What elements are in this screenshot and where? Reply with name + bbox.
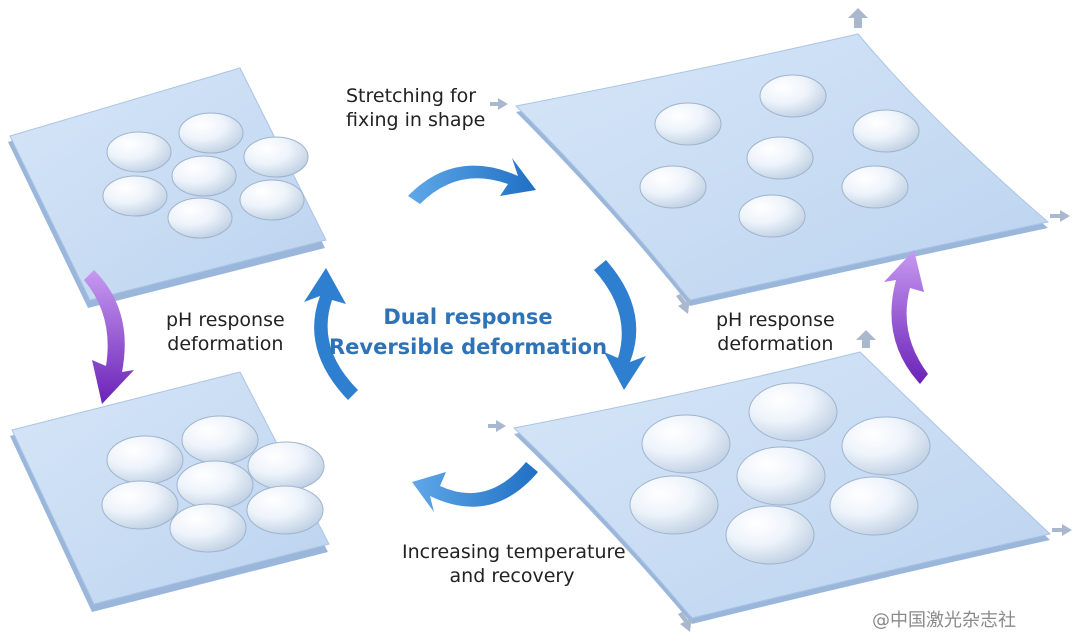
center-title: Dual response Reversible deformation	[318, 302, 618, 362]
dimples-top-right	[639, 74, 920, 238]
arrow-right-down	[594, 260, 646, 390]
dimples-top-left	[102, 112, 309, 239]
label-ph-left-line2: deformation	[167, 333, 284, 355]
center-title-line2: Reversible deformation	[328, 335, 608, 359]
dimples-bottom-left	[101, 415, 325, 553]
stretch-arrows-bottom-right	[488, 330, 1072, 632]
watermark: @中国激光杂志社	[872, 610, 1016, 631]
label-ph-left: pH response deformation	[166, 308, 285, 356]
label-stretching: Stretching for fixing in shape	[346, 84, 485, 132]
label-recovery: Increasing temperature and recovery	[402, 540, 626, 588]
label-stretching-line2: fixing in shape	[346, 109, 486, 131]
label-ph-right: pH response deformation	[716, 308, 835, 356]
label-ph-right-line2: deformation	[717, 333, 834, 355]
arrow-recovery	[412, 462, 538, 512]
arrow-ph-left	[84, 270, 134, 404]
label-ph-right-line1: pH response	[716, 309, 835, 331]
center-title-line1: Dual response	[383, 305, 553, 329]
arrow-left-up	[304, 268, 358, 400]
label-recovery-line1: Increasing temperature	[402, 541, 626, 563]
label-stretching-line1: Stretching for	[346, 85, 477, 107]
sheet-bottom-left	[10, 371, 330, 612]
stretch-arrows-top-right	[490, 8, 1070, 314]
label-recovery-line2: and recovery	[449, 565, 575, 587]
sheet-top-left	[8, 67, 327, 308]
label-ph-left-line1: pH response	[166, 309, 285, 331]
arrow-stretching	[408, 158, 536, 204]
arrow-ph-right	[884, 250, 928, 384]
sheet-top-right	[490, 8, 1070, 314]
dimples-bottom-right	[629, 382, 931, 565]
sheet-bottom-right	[488, 330, 1072, 632]
